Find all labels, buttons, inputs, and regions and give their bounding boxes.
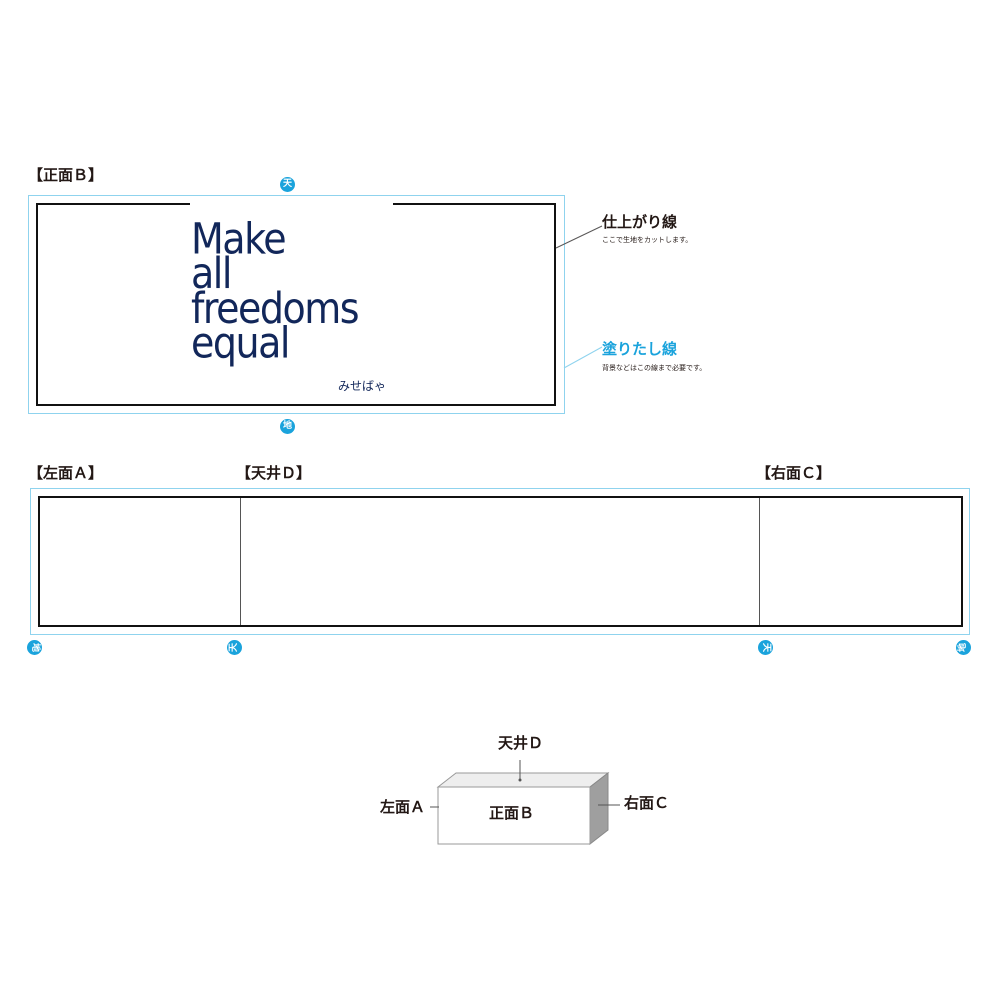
front-panel-label: 【正面Ｂ】 xyxy=(28,166,104,184)
trim-line-note: ここで生地をカットします。 xyxy=(602,236,693,244)
ceiling-panel-label: 【天井Ｄ】 xyxy=(236,464,312,482)
strip-bleed-line xyxy=(30,488,970,635)
box-front-label: 正面Ｂ xyxy=(489,804,535,822)
slogan-line-2: all xyxy=(191,248,232,299)
trim-line-title: 仕上がり線 xyxy=(602,213,678,231)
slogan-line-3: freedoms xyxy=(191,283,360,333)
box-front-face xyxy=(437,786,591,845)
signature-text: みせばゃ xyxy=(338,379,387,393)
box-top-label: 天井Ｄ xyxy=(498,734,544,752)
right-panel-label: 【右面Ｃ】 xyxy=(756,464,832,482)
bottom-edge-badge: 地 xyxy=(280,419,295,434)
strip-badge-right-outer: 地 xyxy=(956,640,971,655)
strip-trim-line xyxy=(38,496,963,627)
strip-badge-left-outer: 地 xyxy=(27,640,42,655)
ceiling-right-divider xyxy=(759,498,760,625)
strip-badge-left-inner: 天 xyxy=(227,640,242,655)
trim-line-gap xyxy=(190,201,393,207)
box-top-face xyxy=(436,772,610,788)
strip-badge-right-inner: 天 xyxy=(758,640,773,655)
bleed-line-title: 塗りたし線 xyxy=(602,340,678,358)
legend-leader-lines xyxy=(555,225,603,369)
slogan-line-1: Make xyxy=(191,214,287,264)
front-bleed-line xyxy=(28,195,565,414)
top-edge-badge: 天 xyxy=(280,177,295,192)
box-right-label: 右面Ｃ xyxy=(624,794,670,812)
left-ceiling-divider xyxy=(240,498,241,625)
box-left-label: 左面Ａ xyxy=(380,798,426,816)
trim-leader-line xyxy=(555,225,603,249)
top-pointer-dot xyxy=(518,778,522,782)
bleed-leader-line xyxy=(563,346,603,369)
bleed-line-note: 背景などはこの線まで必要です。 xyxy=(602,364,707,372)
slogan-line-4: equal xyxy=(191,318,290,368)
slogan-text: Make all freedoms equal xyxy=(191,214,360,368)
left-panel-label: 【左面Ａ】 xyxy=(28,464,104,482)
box-3d-illustration xyxy=(430,760,620,846)
